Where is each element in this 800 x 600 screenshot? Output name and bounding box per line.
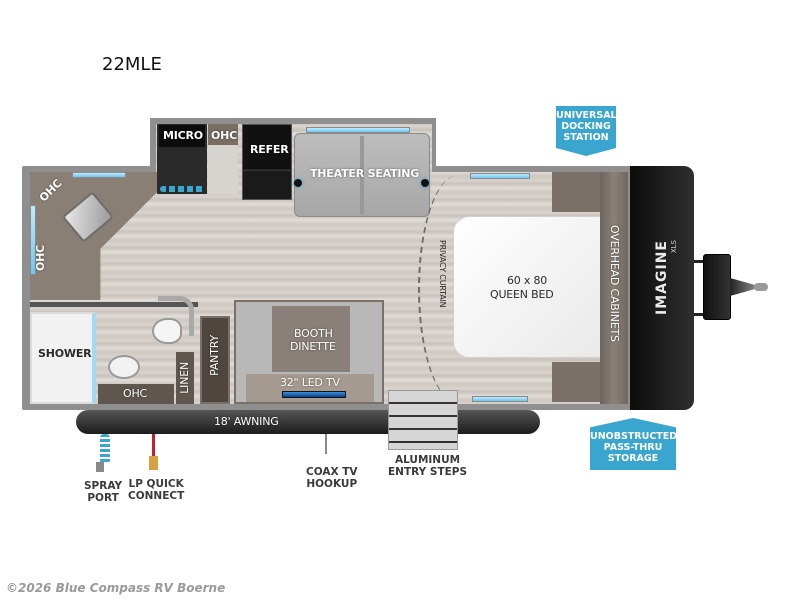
hitch-ball bbox=[754, 283, 768, 291]
steps-line-2: ENTRY STEPS bbox=[388, 466, 468, 478]
entry-steps-label: ALUMINUM ENTRY STEPS bbox=[388, 454, 467, 478]
bed-size-label: 60 x 80 bbox=[507, 274, 548, 287]
docking-line-1: UNIVERSAL bbox=[556, 110, 617, 121]
shower bbox=[30, 312, 96, 404]
led-tv bbox=[282, 391, 346, 398]
linen-label: LINEN bbox=[178, 362, 191, 394]
storage-line-3: STORAGE bbox=[607, 453, 659, 464]
docking-station-callout: UNIVERSAL DOCKING STATION bbox=[556, 106, 616, 156]
dinette-label-1: BOOTH bbox=[294, 327, 333, 340]
ohc-top-cabinet bbox=[208, 124, 238, 194]
coax-line-1: COAX TV bbox=[306, 466, 358, 478]
docking-line-2: DOCKING bbox=[561, 121, 611, 132]
overhead-cabinets-label: OVERHEAD CABINETS bbox=[608, 225, 621, 342]
pass-thru-storage-callout: UNOBSTRUCTED PASS-THRU STORAGE bbox=[590, 418, 676, 470]
micro-label: MICRO bbox=[163, 129, 203, 142]
lp-line bbox=[152, 434, 155, 456]
refrigerator bbox=[242, 124, 292, 200]
spray-line-1: SPRAY bbox=[84, 480, 123, 492]
steps-line-1: ALUMINUM bbox=[394, 454, 461, 466]
queen-bed bbox=[453, 216, 601, 358]
shower-label: SHOWER bbox=[38, 347, 92, 360]
brand-logo: IMAGINE bbox=[654, 240, 670, 315]
tv-label: 32" LED TV bbox=[280, 376, 340, 389]
coax-hookup-label: COAX TV HOOKUP bbox=[306, 466, 358, 490]
brand-name: IMAGINE bbox=[654, 240, 670, 315]
spray-nozzle bbox=[96, 462, 104, 472]
bath-ohc bbox=[98, 384, 174, 404]
copyright-footer: ©2026 Blue Compass RV Boerne bbox=[6, 581, 226, 595]
lp-connect-label: LP QUICK CONNECT bbox=[128, 478, 184, 502]
lp-line-2: CONNECT bbox=[128, 490, 185, 502]
entry-steps[interactable] bbox=[388, 390, 458, 450]
seat-divider bbox=[360, 136, 364, 214]
brand-sub: XLS bbox=[670, 240, 678, 254]
storage-line-2: PASS-THRU bbox=[603, 442, 663, 453]
awning bbox=[76, 410, 388, 434]
pantry bbox=[200, 316, 230, 404]
lp-connector bbox=[149, 456, 158, 470]
awning-label: 18' AWNING bbox=[214, 415, 279, 428]
bath-door bbox=[158, 296, 194, 336]
refer-label: REFER bbox=[250, 143, 289, 156]
dinette-label-2: DINETTE bbox=[290, 340, 336, 353]
theater-seating-label: THEATER SEATING bbox=[310, 167, 420, 180]
privacy-curtain bbox=[418, 175, 498, 403]
dinette-table bbox=[272, 306, 350, 372]
spray-hose bbox=[100, 434, 110, 464]
bath-wall bbox=[30, 302, 198, 307]
bath-ohc-label: OHC bbox=[123, 387, 148, 400]
rear-window-side bbox=[30, 205, 36, 275]
nightstand-top bbox=[552, 172, 602, 212]
cupholder-right bbox=[421, 179, 429, 187]
cupholder-left bbox=[294, 179, 302, 187]
bath-sink bbox=[108, 355, 140, 379]
bed-type-label: QUEEN BED bbox=[490, 288, 554, 301]
spray-port-label: SPRAY PORT bbox=[84, 480, 122, 504]
stove-knobs bbox=[160, 186, 204, 192]
spray-line-2: PORT bbox=[87, 492, 119, 504]
ohc-side-label: OHC bbox=[34, 245, 47, 272]
docking-line-3: STATION bbox=[563, 132, 609, 143]
pantry-label: PANTRY bbox=[208, 335, 221, 376]
coax-line-2: HOOKUP bbox=[306, 478, 358, 490]
theater-window bbox=[306, 127, 410, 133]
model-title: 22MLE bbox=[102, 54, 162, 75]
privacy-curtain-label: PRIVACY CURTAIN bbox=[438, 240, 447, 308]
linen-closet bbox=[176, 352, 194, 404]
hitch-coupler bbox=[730, 278, 756, 296]
nightstand-bottom bbox=[552, 362, 602, 402]
front-cap bbox=[630, 166, 694, 410]
storage-line-1: UNOBSTRUCTED bbox=[590, 431, 678, 442]
coax-line bbox=[325, 434, 327, 454]
awning-right bbox=[458, 410, 540, 434]
ohc-top-label: OHC bbox=[211, 129, 238, 142]
micro-box bbox=[159, 125, 205, 147]
lp-line-1: LP QUICK bbox=[128, 478, 184, 490]
overhead-cabinets bbox=[600, 172, 628, 404]
hitch-jack bbox=[703, 254, 731, 320]
rear-window-top bbox=[72, 172, 126, 178]
